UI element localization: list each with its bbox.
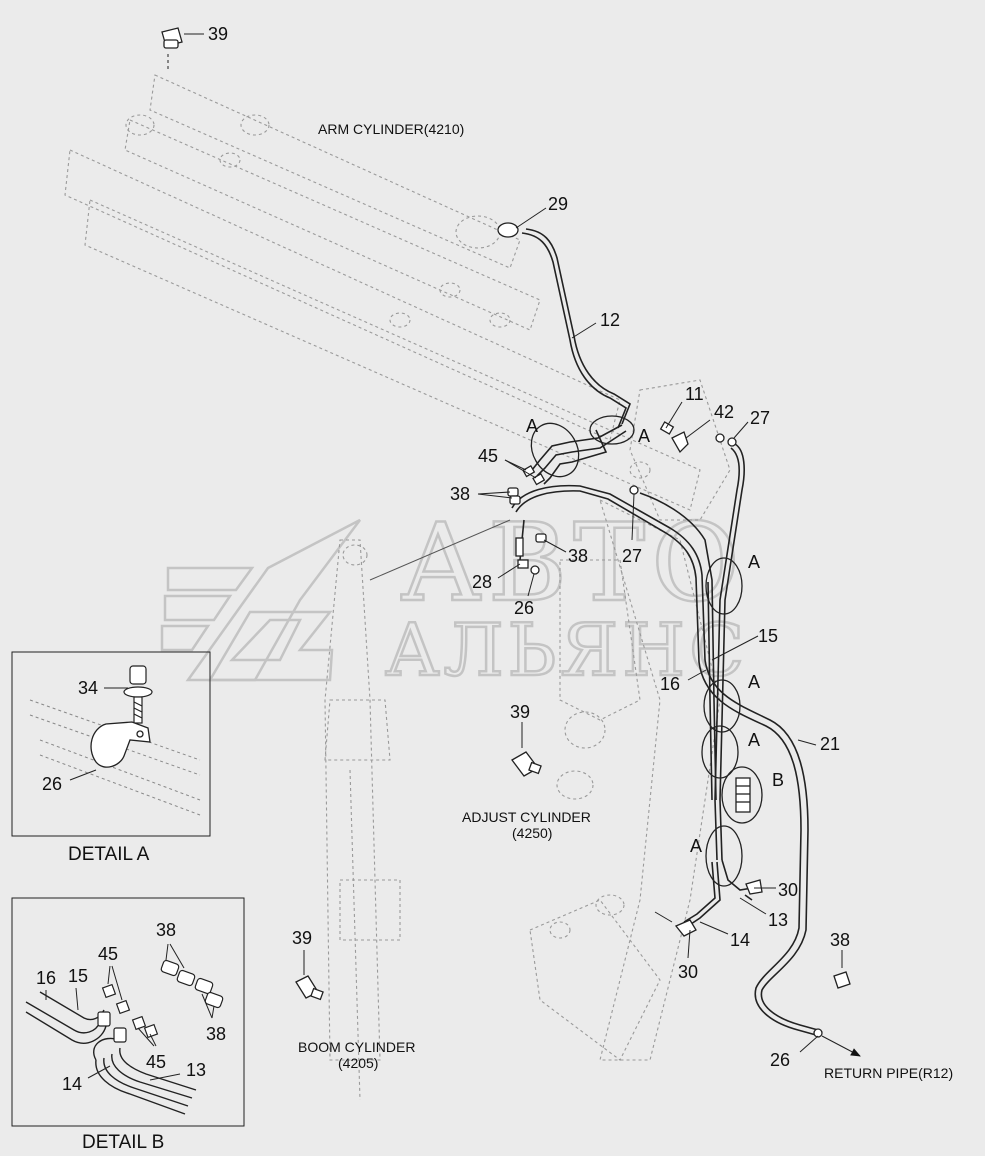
callout-38-right: 38: [830, 930, 850, 950]
callout-a-left: A: [526, 416, 538, 436]
clamp-26-detail: [90, 721, 151, 768]
clamps-a-left: [530, 415, 635, 478]
callout-16: 16: [660, 674, 680, 694]
fitting-11: [659, 421, 675, 435]
hose-12: [521, 232, 627, 429]
callout-27-mid: 27: [622, 546, 642, 566]
callout-26-bottom: 26: [770, 1050, 790, 1070]
callout-12: 12: [600, 310, 620, 330]
callout-38-upper: 38: [450, 484, 470, 504]
bolt-34: [123, 665, 153, 724]
caps-38-upper: [507, 487, 521, 505]
detail-b-callout-38-bottom: 38: [206, 1024, 226, 1044]
callout-29: 29: [548, 194, 568, 214]
plug-39-top: [161, 27, 183, 49]
detail-a-callout-26: 26: [42, 774, 62, 794]
elbow-29: [497, 222, 519, 238]
detail-b-callout-16: 16: [36, 968, 56, 988]
nut-27-mid: [629, 485, 639, 495]
clamps-a-right: [701, 557, 743, 887]
detail-b-callout-38-top: 38: [156, 920, 176, 940]
detail-a-callout-34: 34: [78, 678, 98, 698]
callout-28: 28: [472, 572, 492, 592]
caption-return-pipe: RETURN PIPE(R12): [824, 1065, 953, 1081]
detail-b: 38 45 16 15 38 45 14 13 DETAIL B: [11, 897, 245, 1153]
detail-a: 34 26 DETAIL A: [11, 651, 211, 865]
caption-adjust-cylinder-code: (4250): [512, 825, 552, 841]
callout-a-right-4: A: [690, 836, 702, 856]
elbow-30-upper: [745, 879, 763, 895]
block-b: [721, 766, 763, 824]
detail-b-fittings: [97, 959, 224, 1043]
callout-13: 13: [768, 910, 788, 930]
callout-a-right-3: A: [748, 730, 760, 750]
watermark: АВТО АЛЬЯНС: [160, 500, 748, 693]
leader-lines: [167, 33, 861, 1057]
clamp-26-mid: [530, 565, 540, 575]
fitting-28: [515, 537, 524, 557]
elbow-30-lower: [674, 919, 697, 937]
callout-26-mid: 26: [514, 598, 534, 618]
callout-a-upper: A: [638, 426, 650, 446]
callout-a-right-1: A: [748, 552, 760, 572]
callouts: 39 ARM CYLINDER(4210) 29 12 11 42 27 A A…: [208, 24, 953, 1081]
callout-30-upper: 30: [778, 880, 798, 900]
fittings: [161, 27, 851, 1038]
detail-b-title: DETAIL B: [82, 1132, 164, 1153]
callout-b: B: [772, 770, 784, 790]
plug-39-adjust: [511, 751, 542, 777]
plug-39-boom: [295, 975, 324, 1001]
caption-boom-cylinder-code: (4205): [338, 1055, 378, 1071]
callout-14: 14: [730, 930, 750, 950]
callout-11: 11: [685, 384, 704, 404]
hose-21: [511, 484, 819, 1031]
callout-45: 45: [478, 446, 498, 466]
callout-39-top: 39: [208, 24, 228, 44]
callout-38-mid: 38: [568, 546, 588, 566]
caption-boom-cylinder: BOOM CYLINDER: [298, 1039, 415, 1055]
detail-b-callout-45-bottom: 45: [146, 1052, 166, 1072]
watermark-emblem: [160, 518, 361, 682]
clamp-26-bottom: [813, 1028, 823, 1038]
callout-30-lower: 30: [678, 962, 698, 982]
nut-27-top: [715, 433, 725, 443]
callout-15: 15: [758, 626, 778, 646]
cap-38-mid: [535, 533, 547, 543]
detail-b-callout-14: 14: [62, 1074, 82, 1094]
detail-b-pipes: [25, 991, 197, 1115]
watermark-line2: АЛЬЯНС: [385, 608, 748, 692]
plug-38-right: [833, 971, 851, 989]
watermark-line1: АВТО: [400, 501, 746, 626]
detail-b-callout-45-top: 45: [98, 944, 118, 964]
detail-a-title: DETAIL A: [68, 844, 150, 865]
callout-21: 21: [820, 734, 840, 754]
elbow-42: [671, 431, 689, 454]
callout-a-right-2: A: [748, 672, 760, 692]
caption-arm-cylinder: ARM CYLINDER(4210): [318, 121, 464, 137]
callout-27-top: 27: [750, 408, 770, 428]
detail-b-callout-13: 13: [186, 1060, 206, 1080]
callout-39-boom: 39: [292, 928, 312, 948]
callout-42: 42: [714, 402, 734, 422]
callout-39-adjust: 39: [510, 702, 530, 722]
caption-adjust-cylinder: ADJUST CYLINDER: [462, 809, 591, 825]
detail-b-callout-15: 15: [68, 966, 88, 986]
